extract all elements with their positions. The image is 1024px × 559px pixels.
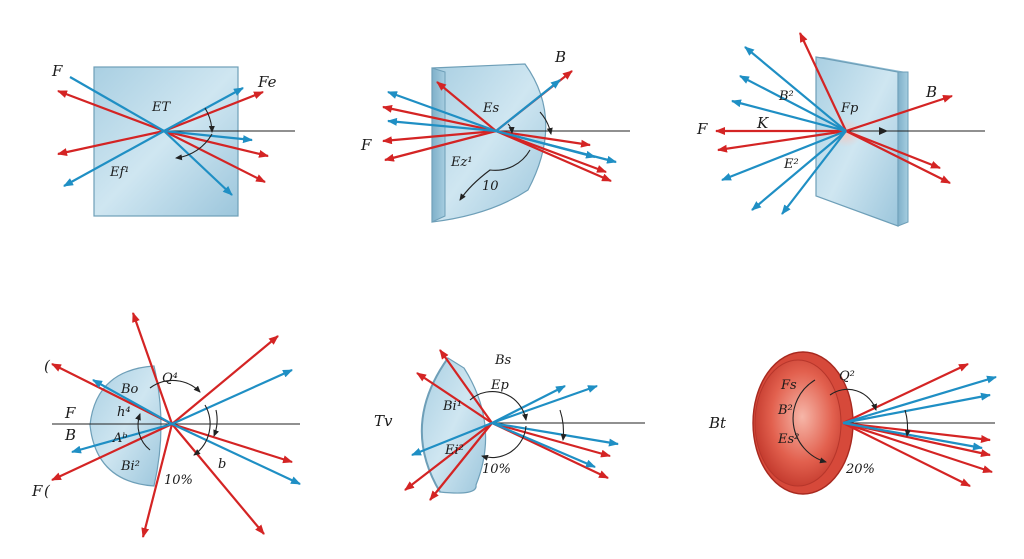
panel-1-square-slab: F Fe ET Ef¹ [51, 62, 295, 217]
label-center: ET [151, 100, 171, 115]
panel-2-curved-lens: B F Es Ez¹ 10 [360, 48, 630, 223]
label-b2: B² [777, 403, 793, 418]
angle-arc [135, 413, 151, 451]
label-lower: E² [783, 157, 799, 172]
label-pct: 10% [164, 473, 193, 488]
panel-4-half-disk: ( F B F ( Bo h⁴ Aᵇ Bi² Q⁴ 10% b [31, 312, 301, 538]
label-bi: Bi¹ [442, 399, 462, 414]
angle-arc [481, 425, 527, 461]
label-f-bottom: F [31, 482, 43, 500]
angle-value: 10 [482, 179, 499, 194]
angle-arc [175, 133, 213, 161]
panel-3-thick-plate: B F K B² Fp E² [696, 32, 985, 227]
label-top-right: Fe [257, 73, 277, 91]
angle-arc [829, 388, 877, 411]
label-fs: Fs [780, 378, 797, 393]
label-top-left: F [51, 62, 63, 80]
label-b-low: b [218, 457, 226, 472]
label-bi: Bi² [120, 459, 140, 474]
blue-rays [411, 384, 619, 469]
label-q: Q⁴ [162, 371, 178, 386]
label-top-right: B [925, 83, 937, 101]
angle-arc [469, 390, 528, 421]
label-center: Es [482, 101, 499, 116]
label-h: h⁴ [117, 405, 131, 420]
label-b-mid: B [64, 426, 76, 444]
label-bt: Bt [708, 414, 727, 432]
label-paren-top: ( [44, 357, 51, 375]
angle-arc [507, 123, 515, 134]
panel-5-plano-convex-lens: Bs Ep Tv Bi¹ Ei² 10% [374, 349, 645, 501]
red-rays [51, 312, 293, 538]
lens-front [754, 359, 842, 487]
label-upper: B² [778, 89, 794, 104]
label-pct: 20% [845, 462, 875, 477]
label-ab: Aᵇ [112, 431, 128, 446]
plate-side [897, 71, 909, 227]
label-k: K [756, 114, 769, 132]
label-lower: Ef¹ [109, 165, 130, 180]
label-center: Fp [840, 101, 859, 116]
label-paren-bottom: ( [44, 482, 51, 500]
label-left: F [696, 120, 708, 138]
label-lower: Ez¹ [450, 155, 473, 170]
angle-arc [204, 107, 215, 133]
axis-arrow [879, 127, 888, 135]
angle-arc [904, 409, 911, 437]
angle-arc [459, 149, 531, 201]
panel-6-red-lens: Bt Fs B² Es² Q² 20% [708, 351, 997, 495]
blue-rays [63, 76, 253, 196]
angle-arc [193, 404, 211, 456]
label-es: Es² [777, 432, 799, 447]
label-ei: Ei² [444, 443, 464, 458]
label-bs: Bs [494, 353, 512, 368]
blue-rays [71, 368, 301, 485]
angle-arc [149, 379, 201, 393]
label-ep: Ep [490, 378, 509, 393]
label-t: Tv [374, 412, 393, 430]
lens-rim [420, 357, 449, 493]
lens-body [431, 63, 547, 223]
blue-rays [721, 46, 847, 215]
red-rays [57, 89, 269, 183]
angle-arc [213, 409, 219, 437]
label-pct: 10% [482, 462, 511, 477]
blue-rays [842, 375, 997, 451]
half-disk-lens [89, 365, 162, 487]
label-q: Q² [839, 369, 855, 384]
red-rays [715, 32, 953, 184]
angle-arc [792, 379, 827, 464]
label-f-mid: F [64, 404, 76, 422]
angle-arc [539, 111, 553, 135]
blue-rays [387, 79, 617, 164]
label-bo: Bo [120, 382, 139, 397]
label-left: F [360, 136, 372, 154]
label-top-right: B [554, 48, 566, 66]
angle-arc [559, 409, 567, 441]
